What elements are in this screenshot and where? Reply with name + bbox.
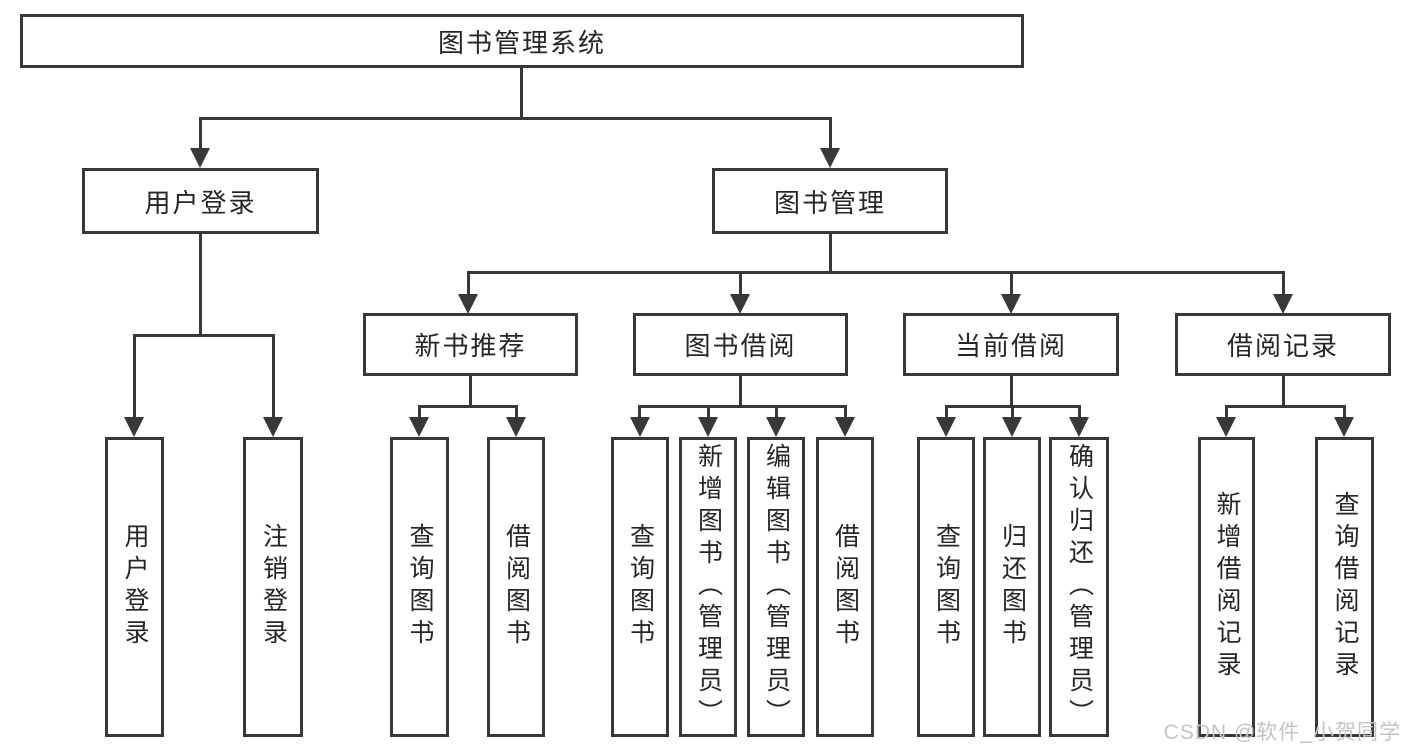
- arrow-down-icon: [698, 417, 718, 437]
- connector-line: [829, 117, 832, 151]
- connector-line: [418, 405, 518, 408]
- connector-line: [1343, 405, 1346, 419]
- arrow-down-icon: [835, 417, 855, 437]
- arrow-down-icon: [1216, 417, 1236, 437]
- arrow-down-icon: [820, 148, 840, 168]
- node-book-borrow: 图书借阅: [633, 313, 848, 376]
- node-borrow-records: 借阅记录: [1175, 313, 1391, 376]
- arrow-down-icon: [190, 148, 210, 168]
- connector-line: [520, 68, 523, 120]
- connector-line: [638, 405, 846, 408]
- connector-line: [1078, 405, 1081, 419]
- arrow-down-icon: [1273, 294, 1293, 314]
- node-new-book-recommend: 新书推荐: [363, 313, 578, 376]
- connector-line: [133, 334, 275, 337]
- node-current-borrow: 当前借阅: [903, 313, 1119, 376]
- connector-line: [133, 334, 136, 420]
- connector-line: [1282, 376, 1285, 408]
- arrow-down-icon: [124, 417, 144, 437]
- arrow-down-icon: [630, 417, 650, 437]
- connector-line: [1010, 376, 1013, 408]
- connector-line: [515, 405, 518, 419]
- node-user-login: 用户登录: [82, 168, 319, 234]
- connector-line: [199, 234, 202, 337]
- connector-line: [638, 405, 641, 419]
- leaf-current-query-books: 查询图书: [917, 437, 975, 737]
- connector-line: [775, 405, 778, 419]
- connector-line: [1225, 405, 1228, 419]
- connector-line: [418, 405, 421, 419]
- connector-line: [1011, 405, 1014, 419]
- connector-line: [829, 234, 832, 274]
- leaf-records-add-record: 新增借阅记录: [1198, 437, 1255, 737]
- leaf-user-login: 用户登录: [105, 437, 164, 737]
- connector-line: [739, 376, 742, 408]
- arrow-down-icon: [936, 417, 956, 437]
- node-book-management: 图书管理: [712, 168, 948, 234]
- arrow-down-icon: [263, 417, 283, 437]
- leaf-borrow-query-books: 查询图书: [611, 437, 669, 737]
- arrow-down-icon: [766, 417, 786, 437]
- connector-line: [469, 376, 472, 408]
- leaf-borrow-edit-books-admin: 编辑图书（管理员）: [747, 437, 805, 737]
- connector-line: [199, 117, 832, 120]
- connector-line: [1010, 271, 1013, 297]
- arrow-down-icon: [506, 417, 526, 437]
- connector-line: [467, 271, 1285, 274]
- leaf-current-confirm-return-admin: 确认归还（管理员）: [1049, 437, 1109, 737]
- arrow-down-icon: [458, 294, 478, 314]
- arrow-down-icon: [1069, 417, 1089, 437]
- node-root: 图书管理系统: [20, 14, 1024, 68]
- connector-line: [199, 117, 202, 151]
- leaf-current-return-books: 归还图书: [983, 437, 1041, 737]
- connector-line: [467, 271, 470, 297]
- connector-line: [707, 405, 710, 419]
- arrow-down-icon: [1001, 294, 1021, 314]
- arrow-down-icon: [1334, 417, 1354, 437]
- arrow-down-icon: [409, 417, 429, 437]
- connector-line: [739, 271, 742, 297]
- watermark: CSDN @软件_小贺同学: [1163, 721, 1401, 744]
- connector-line: [272, 334, 275, 420]
- leaf-borrow-borrow-books: 借阅图书: [816, 437, 874, 737]
- connector-line: [945, 405, 948, 419]
- leaf-records-query-record: 查询借阅记录: [1315, 437, 1374, 737]
- leaf-recommend-query-books: 查询图书: [390, 437, 449, 737]
- connector-line: [1225, 405, 1346, 408]
- arrow-down-icon: [730, 294, 750, 314]
- connector-line: [1282, 271, 1285, 297]
- connector-line: [844, 405, 847, 419]
- arrow-down-icon: [1002, 417, 1022, 437]
- leaf-logout: 注销登录: [243, 437, 303, 737]
- leaf-borrow-add-books-admin: 新增图书（管理员）: [679, 437, 737, 737]
- leaf-recommend-borrow-books: 借阅图书: [487, 437, 545, 737]
